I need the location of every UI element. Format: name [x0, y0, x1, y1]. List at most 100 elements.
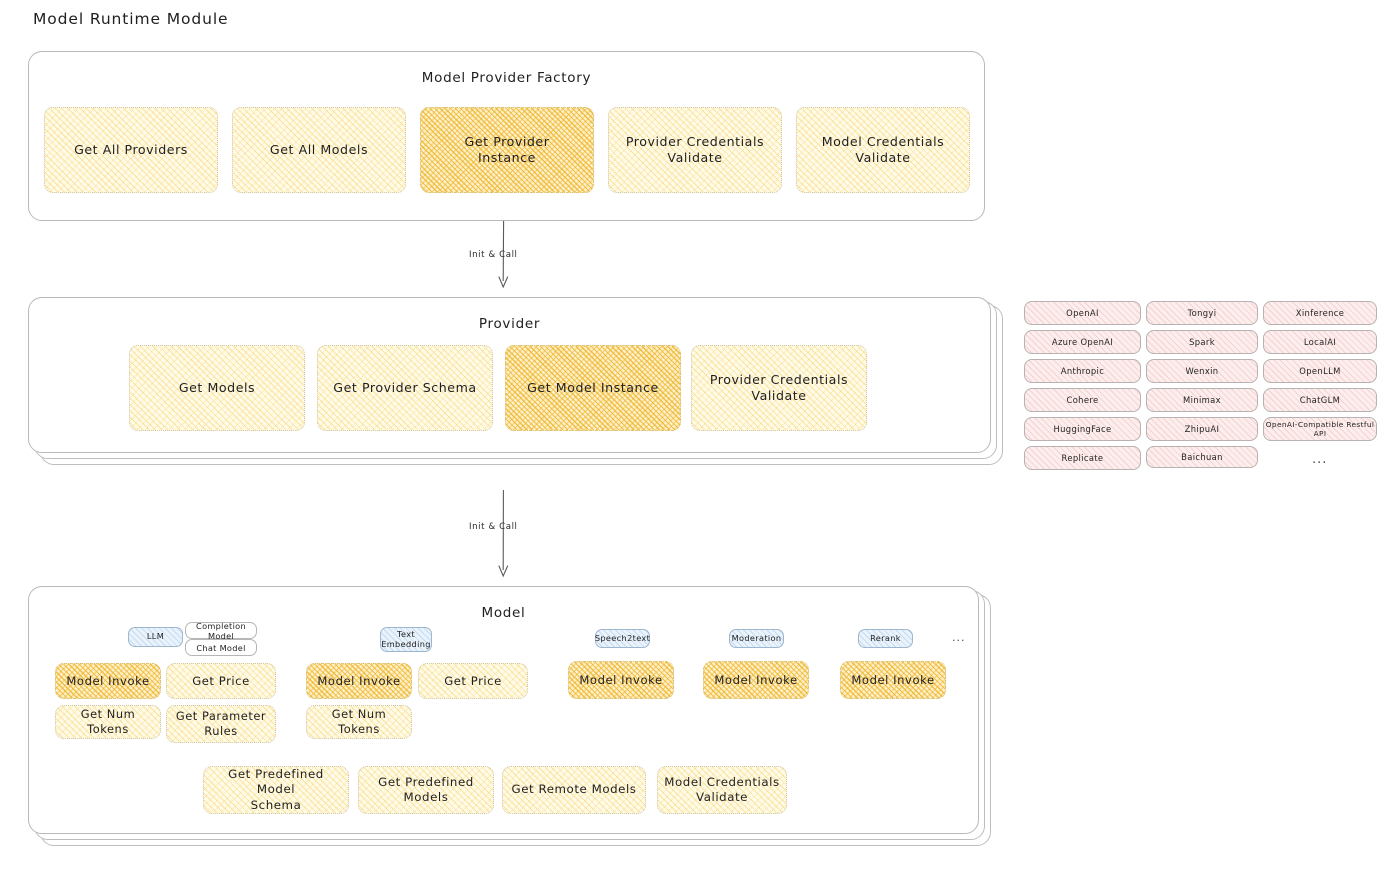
node-label: Model Invoke	[579, 672, 663, 687]
node-text-embedding-get-price[interactable]: Get Price	[418, 663, 528, 699]
node-llm-get-num-tokens[interactable]: Get Num Tokens	[55, 705, 161, 739]
provider-tag-anthropic[interactable]: Anthropic	[1024, 359, 1141, 383]
panel-title-provider: Provider	[478, 316, 541, 332]
node-get-all-providers[interactable]: Get All Providers	[44, 107, 218, 193]
arrow-icon	[498, 489, 509, 578]
model-type-tag-llm[interactable]: LLM	[128, 627, 183, 647]
node-label: Get Models	[178, 379, 256, 395]
node-speech2text-model-invoke[interactable]: Model Invoke	[568, 661, 674, 699]
provider-tag-label: Xinference	[1295, 308, 1345, 318]
model-type-tag-label: Speech2text	[594, 632, 651, 643]
node-llm-model-invoke[interactable]: Model Invoke	[55, 663, 161, 699]
model-subtype-tag-label: Completion Model	[196, 620, 246, 641]
node-get-all-models[interactable]: Get All Models	[232, 107, 406, 193]
model-type-tag-rerank[interactable]: Rerank	[858, 629, 913, 648]
provider-tag-chatglm[interactable]: ChatGLM	[1263, 388, 1377, 412]
node-label: Get Model Instance	[527, 379, 659, 395]
panel-title-model: Model	[481, 605, 526, 621]
provider-list-more-ellipsis: ...	[1312, 452, 1328, 467]
model-subtype-tag-completion-model[interactable]: Completion Model	[185, 620, 257, 641]
node-get-model-instance[interactable]: Get Model Instance	[505, 345, 681, 431]
arrow-label: Init & Call	[469, 250, 518, 260]
node-label: Get All Providers	[74, 141, 188, 157]
provider-tag-label: ChatGLM	[1299, 395, 1341, 405]
model-groups-more-ellipsis: ...	[952, 631, 966, 644]
provider-tag-replicate[interactable]: Replicate	[1024, 446, 1141, 470]
provider-tag-baichuan[interactable]: Baichuan	[1146, 446, 1258, 468]
provider-tag-label: Spark	[1189, 337, 1215, 347]
node-label: Model Invoke	[714, 672, 798, 687]
provider-tag-openllm[interactable]: OpenLLM	[1263, 359, 1377, 383]
provider-tag-openai-compatible-restful-api[interactable]: OpenAI-Compatible Restful API	[1263, 417, 1377, 441]
provider-tag-label: Anthropic	[1060, 366, 1105, 376]
provider-tag-label: LocalAI	[1303, 337, 1337, 347]
provider-tag-zhipuai[interactable]: ZhipuAI	[1146, 417, 1258, 441]
provider-tag-label: Tongyi	[1187, 308, 1217, 318]
node-label: Get Provider Schema	[333, 379, 477, 395]
model-subtype-tag-chat-model[interactable]: Chat Model	[185, 639, 257, 656]
arrow-provider-to-model: Init & Call	[469, 489, 538, 586]
model-type-tag-speech2text[interactable]: Speech2text	[595, 629, 650, 648]
provider-tag-label: Azure OpenAI	[1051, 337, 1114, 347]
node-label: Get All Models	[269, 141, 369, 157]
model-type-tag-label: LLM	[146, 631, 165, 642]
provider-tag-huggingface[interactable]: HuggingFace	[1024, 417, 1141, 441]
provider-tag-azure-openai[interactable]: Azure OpenAI	[1024, 330, 1141, 354]
node-text-embedding-model-invoke[interactable]: Model Invoke	[306, 663, 412, 699]
provider-tag-wenxin[interactable]: Wenxin	[1146, 359, 1258, 383]
node-text-embedding-get-num-tokens[interactable]: Get Num Tokens	[306, 705, 412, 739]
node-label: Model Invoke	[851, 672, 935, 687]
provider-tag-tongyi[interactable]: Tongyi	[1146, 301, 1258, 325]
provider-tag-localai[interactable]: LocalAI	[1263, 330, 1377, 354]
node-label: Get Num Tokens	[331, 707, 387, 736]
provider-tag-label: Replicate	[1061, 453, 1104, 463]
node-label: Get Remote Models	[511, 782, 637, 797]
arrow-icon	[498, 220, 509, 289]
provider-tag-label: HuggingFace	[1053, 424, 1112, 434]
provider-tag-minimax[interactable]: Minimax	[1146, 388, 1258, 412]
node-label: Get Price	[192, 673, 250, 688]
node-moderation-model-invoke[interactable]: Model Invoke	[703, 661, 809, 699]
model-type-tag-label: Rerank	[870, 632, 901, 643]
node-get-provider-schema[interactable]: Get Provider Schema	[317, 345, 493, 431]
model-type-tag-label: Moderation	[731, 632, 782, 643]
provider-tag-label: OpenLLM	[1299, 366, 1341, 376]
node-get-remote-models[interactable]: Get Remote Models	[502, 766, 646, 814]
provider-tag-openai[interactable]: OpenAI	[1024, 301, 1141, 325]
provider-tag-spark[interactable]: Spark	[1146, 330, 1258, 354]
provider-tag-label: Baichuan	[1181, 452, 1223, 462]
node-rerank-model-invoke[interactable]: Model Invoke	[840, 661, 946, 699]
provider-tag-label: Minimax	[1183, 395, 1221, 405]
node-label: Model Invoke	[317, 673, 401, 688]
provider-tag-xinference[interactable]: Xinference	[1263, 301, 1377, 325]
node-get-models[interactable]: Get Models	[129, 345, 305, 431]
node-llm-get-price[interactable]: Get Price	[166, 663, 276, 699]
provider-tag-label: Cohere	[1066, 395, 1099, 405]
provider-tag-cohere[interactable]: Cohere	[1024, 388, 1141, 412]
provider-tag-label: OpenAI	[1066, 308, 1099, 318]
provider-tag-label: OpenAI-Compatible Restful API	[1265, 420, 1375, 438]
node-label: Get Price	[444, 673, 502, 688]
model-type-tag-moderation[interactable]: Moderation	[729, 629, 784, 648]
provider-tag-label: ZhipuAI	[1184, 424, 1220, 434]
provider-tag-label: Wenxin	[1185, 366, 1219, 376]
